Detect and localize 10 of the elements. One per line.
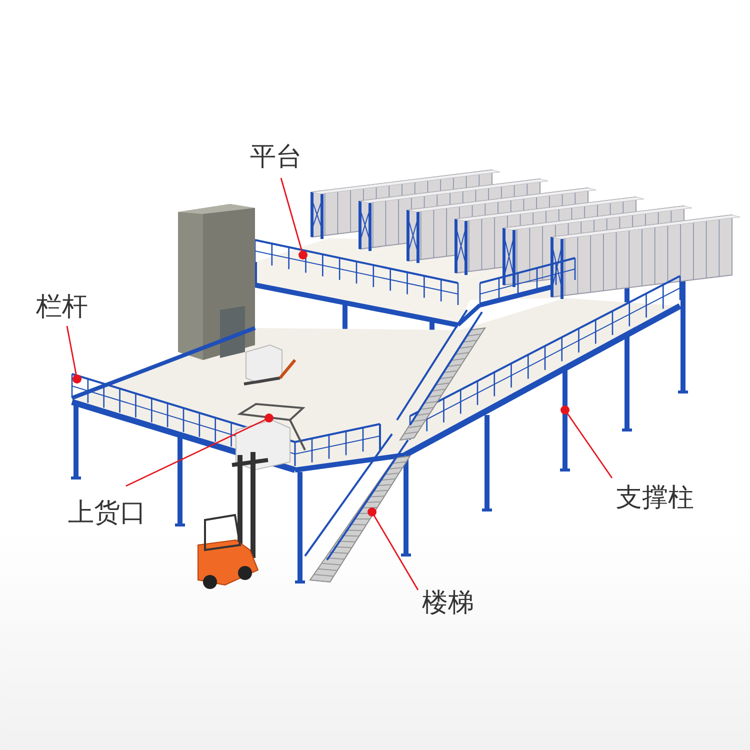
part-label: 栏杆 — [36, 292, 88, 322]
part-label: 支撑柱 — [616, 483, 694, 513]
part-label: 平台 — [250, 142, 302, 172]
leader-line — [126, 414, 274, 487]
leader-line — [280, 178, 308, 260]
leader-line — [560, 406, 613, 478]
leader-line — [66, 326, 82, 384]
part-label: 楼梯 — [422, 588, 474, 618]
part-label: 上货口 — [68, 498, 146, 528]
leader-line — [368, 508, 419, 590]
